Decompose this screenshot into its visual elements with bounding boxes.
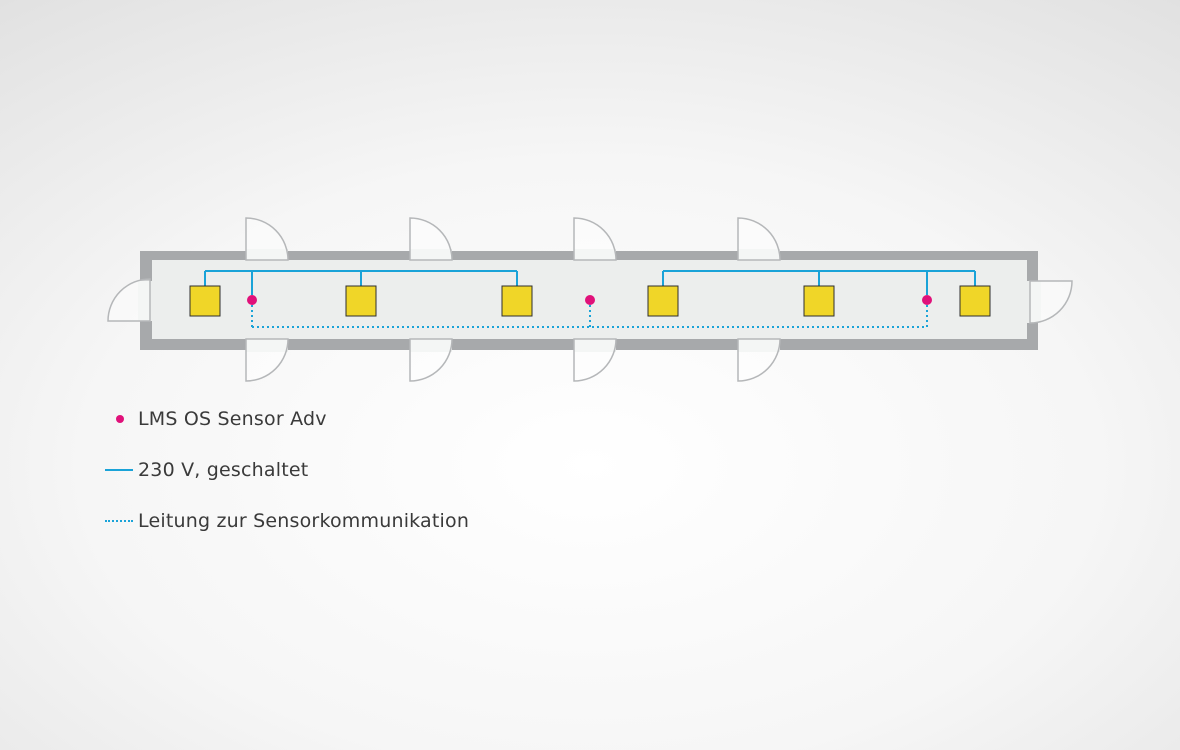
luminaire-L1	[189, 285, 221, 317]
door-bottom-1	[245, 338, 289, 382]
sensor-dot-icon	[104, 404, 138, 434]
door-top-2	[409, 217, 453, 261]
door-top-4	[737, 217, 781, 261]
door-right	[1029, 280, 1073, 324]
luminaire-L4	[647, 285, 679, 317]
door-gap-top	[738, 249, 780, 262]
luminaire-L3	[501, 285, 533, 317]
dotted-line-icon	[104, 506, 138, 536]
door-gap-bottom	[246, 338, 288, 352]
sensor-S3	[922, 295, 932, 305]
doors	[107, 217, 1073, 382]
door-gap-top	[410, 249, 452, 262]
door-gap-bottom	[738, 338, 780, 352]
sensor-S1	[247, 295, 257, 305]
legend-label-communication: Leitung zur Sensorkommunikation	[138, 510, 470, 532]
solid-line-icon	[104, 455, 138, 485]
door-gap-bottom	[574, 338, 616, 352]
luminaires	[189, 285, 991, 317]
luminaire-L6	[959, 285, 991, 317]
legend-item-sensor: LMS OS Sensor Adv	[104, 404, 469, 434]
door-gap-right	[1025, 281, 1041, 323]
luminaire-L2	[345, 285, 377, 317]
door-top-3	[573, 217, 617, 261]
legend-label-power: 230 V, geschaltet	[138, 459, 309, 481]
door-bottom-2	[409, 338, 453, 382]
sensor-communication-lines	[251, 305, 928, 328]
legend-label-sensor: LMS OS Sensor Adv	[138, 408, 327, 430]
luminaire-L5	[803, 285, 835, 317]
door-gap-top	[574, 249, 616, 262]
door-left	[107, 278, 151, 322]
power-lines	[204, 270, 976, 295]
sensors	[247, 295, 932, 305]
door-top-1	[245, 217, 289, 261]
door-bottom-4	[737, 338, 781, 382]
legend-item-power: 230 V, geschaltet	[104, 455, 469, 485]
legend-item-communication: Leitung zur Sensorkommunikation	[104, 506, 469, 536]
door-gap-bottom	[410, 338, 452, 352]
door-openings	[138, 249, 1041, 352]
door-bottom-3	[573, 338, 617, 382]
door-gap-top	[246, 249, 288, 262]
sensor-S2	[585, 295, 595, 305]
legend: LMS OS Sensor Adv 230 V, geschaltet Leit…	[104, 404, 469, 557]
